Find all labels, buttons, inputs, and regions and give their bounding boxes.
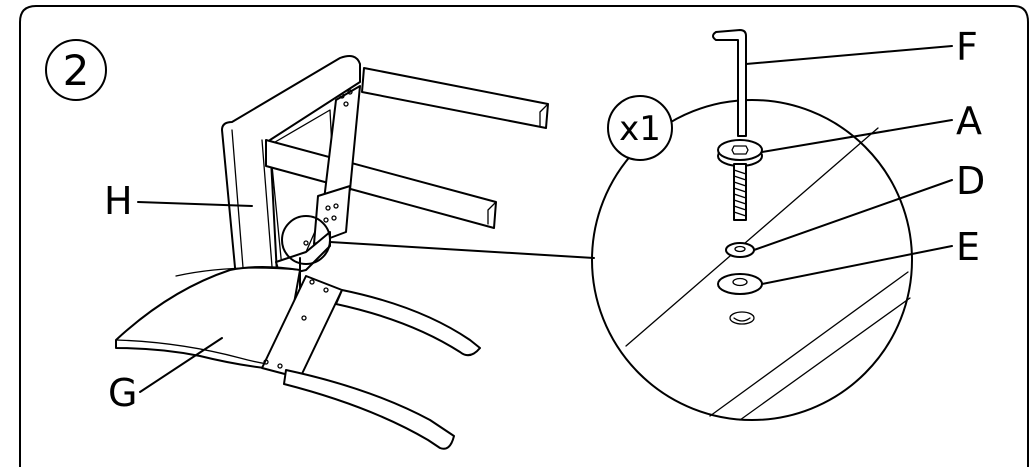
mount-hole [729,311,755,325]
callout-label-a: A [956,99,982,143]
quantity-circle [607,95,673,161]
quantity-badge: x1 [607,95,673,161]
callout-label-f: F [956,25,978,69]
callout-line-e [761,245,953,285]
callout-line-f [745,45,953,65]
outer-frame [19,5,1029,468]
right-runner-lower [283,369,455,450]
zoom-leader-line [329,241,595,259]
zoom-detail [591,29,913,421]
callout-label-d: D [956,159,985,203]
quantity-label: x1 [619,109,661,149]
zoom-circle [591,99,913,421]
callout-line-g [139,337,223,393]
base-g [115,266,481,450]
callout-label-e: E [956,225,980,269]
right-runner-upper [335,289,481,357]
detail-marker-circle [281,215,331,265]
step-circle [45,39,107,101]
step-number: 2 [63,46,90,95]
callout-line-a [761,119,953,153]
callout-line-d [753,179,953,251]
spring-washer-icon [725,242,755,258]
flat-washer-icon [717,273,763,295]
lower-rail [265,139,497,229]
seat-frame-h [221,55,549,300]
callout-label-h: H [104,179,133,223]
callout-line-h [137,201,253,207]
step-indicator: 2 [45,39,107,101]
upper-rail [361,67,549,129]
mount-bracket [313,185,351,245]
callout-label-g: G [108,371,137,415]
bolt-icon [717,139,763,221]
allen-key-icon [712,29,747,137]
